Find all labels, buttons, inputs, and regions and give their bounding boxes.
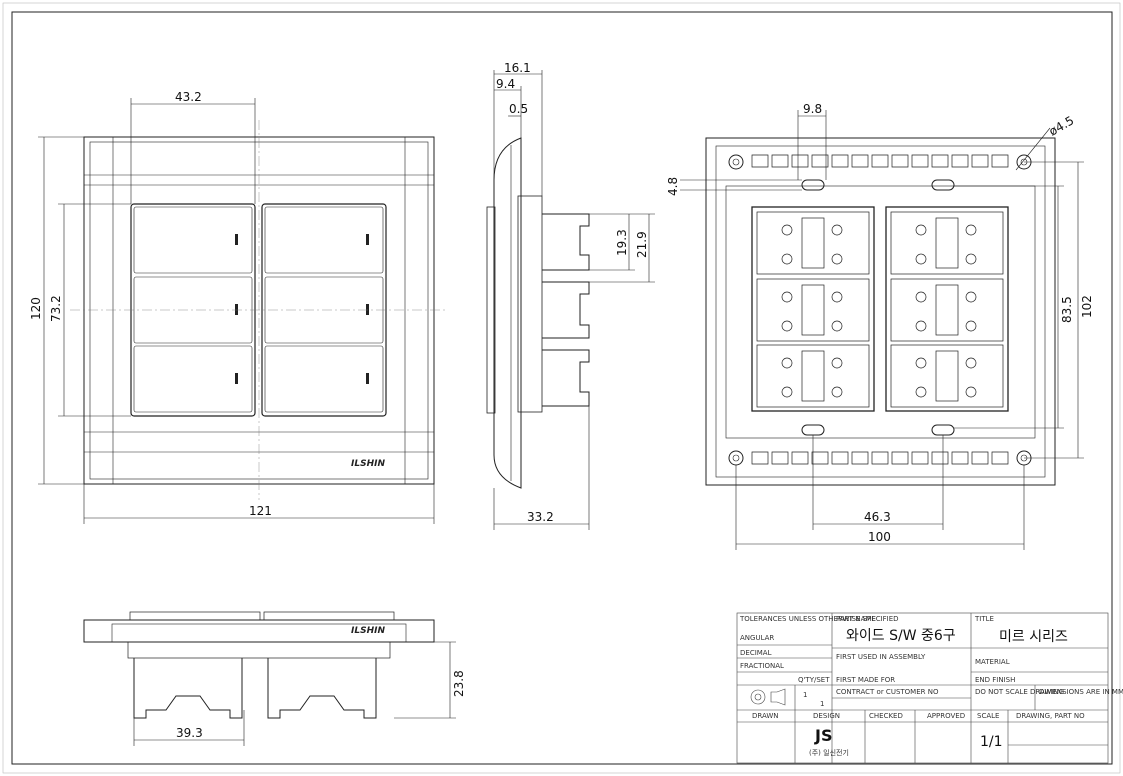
dim-73-2: 73.2 [49, 295, 63, 322]
dim-121: 121 [249, 504, 272, 518]
drawn-label: DRAWN [752, 712, 779, 720]
angular-label: ANGULAR [740, 634, 774, 642]
dim-120: 120 [29, 297, 43, 320]
design-label: DESIGN [813, 712, 840, 720]
bottom-brand-logo: ILSHIN [351, 626, 385, 636]
decimal-label: DECIMAL [740, 649, 772, 657]
bottom-dimension-lines [133, 641, 456, 746]
checked-label: CHECKED [869, 712, 903, 720]
title-block [736, 612, 1109, 764]
dim-100: 100 [868, 530, 891, 544]
qty-value: 1 [803, 691, 807, 699]
dim-0-5: 0.5 [509, 102, 528, 116]
dim-102: 102 [1080, 295, 1094, 318]
part-name-label: PART NAME [836, 615, 876, 623]
side-dimension-lines [493, 70, 655, 530]
qty-label: Q'TY/SET [798, 676, 830, 684]
dim-21-9: 21.9 [635, 231, 649, 258]
contract-label: CONTRACT or CUSTOMER NO [836, 688, 939, 696]
dim-dia-4-5: ø4.5 [1047, 113, 1077, 138]
scale-label: SCALE [977, 712, 999, 720]
dim-9-8: 9.8 [803, 102, 822, 116]
front-brand-logo: ILSHIN [351, 459, 385, 469]
title-label: TITLE [974, 615, 994, 623]
material-label: MATERIAL [975, 658, 1010, 666]
drawing-part-no-label: DRAWING, PART NO [1016, 712, 1085, 720]
dim-9-4: 9.4 [496, 77, 515, 91]
dim-4-8: 4.8 [666, 177, 680, 196]
dim-46-3: 46.3 [864, 510, 891, 524]
bottom-view [83, 611, 435, 719]
dim-43-2: 43.2 [175, 90, 202, 104]
scale-value: 1/1 [980, 734, 1003, 750]
fractional-label: FRACTIONAL [740, 662, 784, 670]
dim-16-1: 16.1 [504, 61, 531, 75]
dim-19-3: 19.3 [615, 229, 629, 256]
first-used-label: FIRST USED IN ASSEMBLY [836, 653, 926, 661]
dim-23-8: 23.8 [452, 670, 466, 697]
side-view [486, 137, 590, 489]
contract-value: 1 [820, 700, 824, 708]
dim-39-3: 39.3 [176, 726, 203, 740]
back-view [705, 137, 1056, 486]
end-finish-label: END FINISH [975, 676, 1015, 684]
dimensions-note: DIMENSIONS ARE IN MM INCH [1039, 688, 1123, 696]
front-dimension-lines [38, 98, 435, 524]
back-dimension-lines [680, 110, 1084, 550]
part-name-value: 와이드 S/W 중6구 [846, 628, 956, 644]
title-value: 미르 시리즈 [999, 629, 1068, 645]
first-made-for-label: FIRST MADE FOR [836, 676, 895, 684]
front-view [70, 120, 445, 500]
dim-33-2: 33.2 [527, 510, 554, 524]
do-not-scale-label: DO NOT SCALE DRAWING [975, 688, 1064, 696]
title-block-text: TOLERANCES UNLESS OTHERWISE SPECIFIED AN… [739, 615, 1123, 757]
company-name: (주) 일신전기 [809, 748, 849, 757]
company-logo: JS [814, 726, 832, 745]
tolerances-label: TOLERANCES UNLESS OTHERWISE SPECIFIED [739, 615, 899, 623]
approved-label: APPROVED [927, 712, 965, 720]
dim-83-5: 83.5 [1060, 296, 1074, 323]
